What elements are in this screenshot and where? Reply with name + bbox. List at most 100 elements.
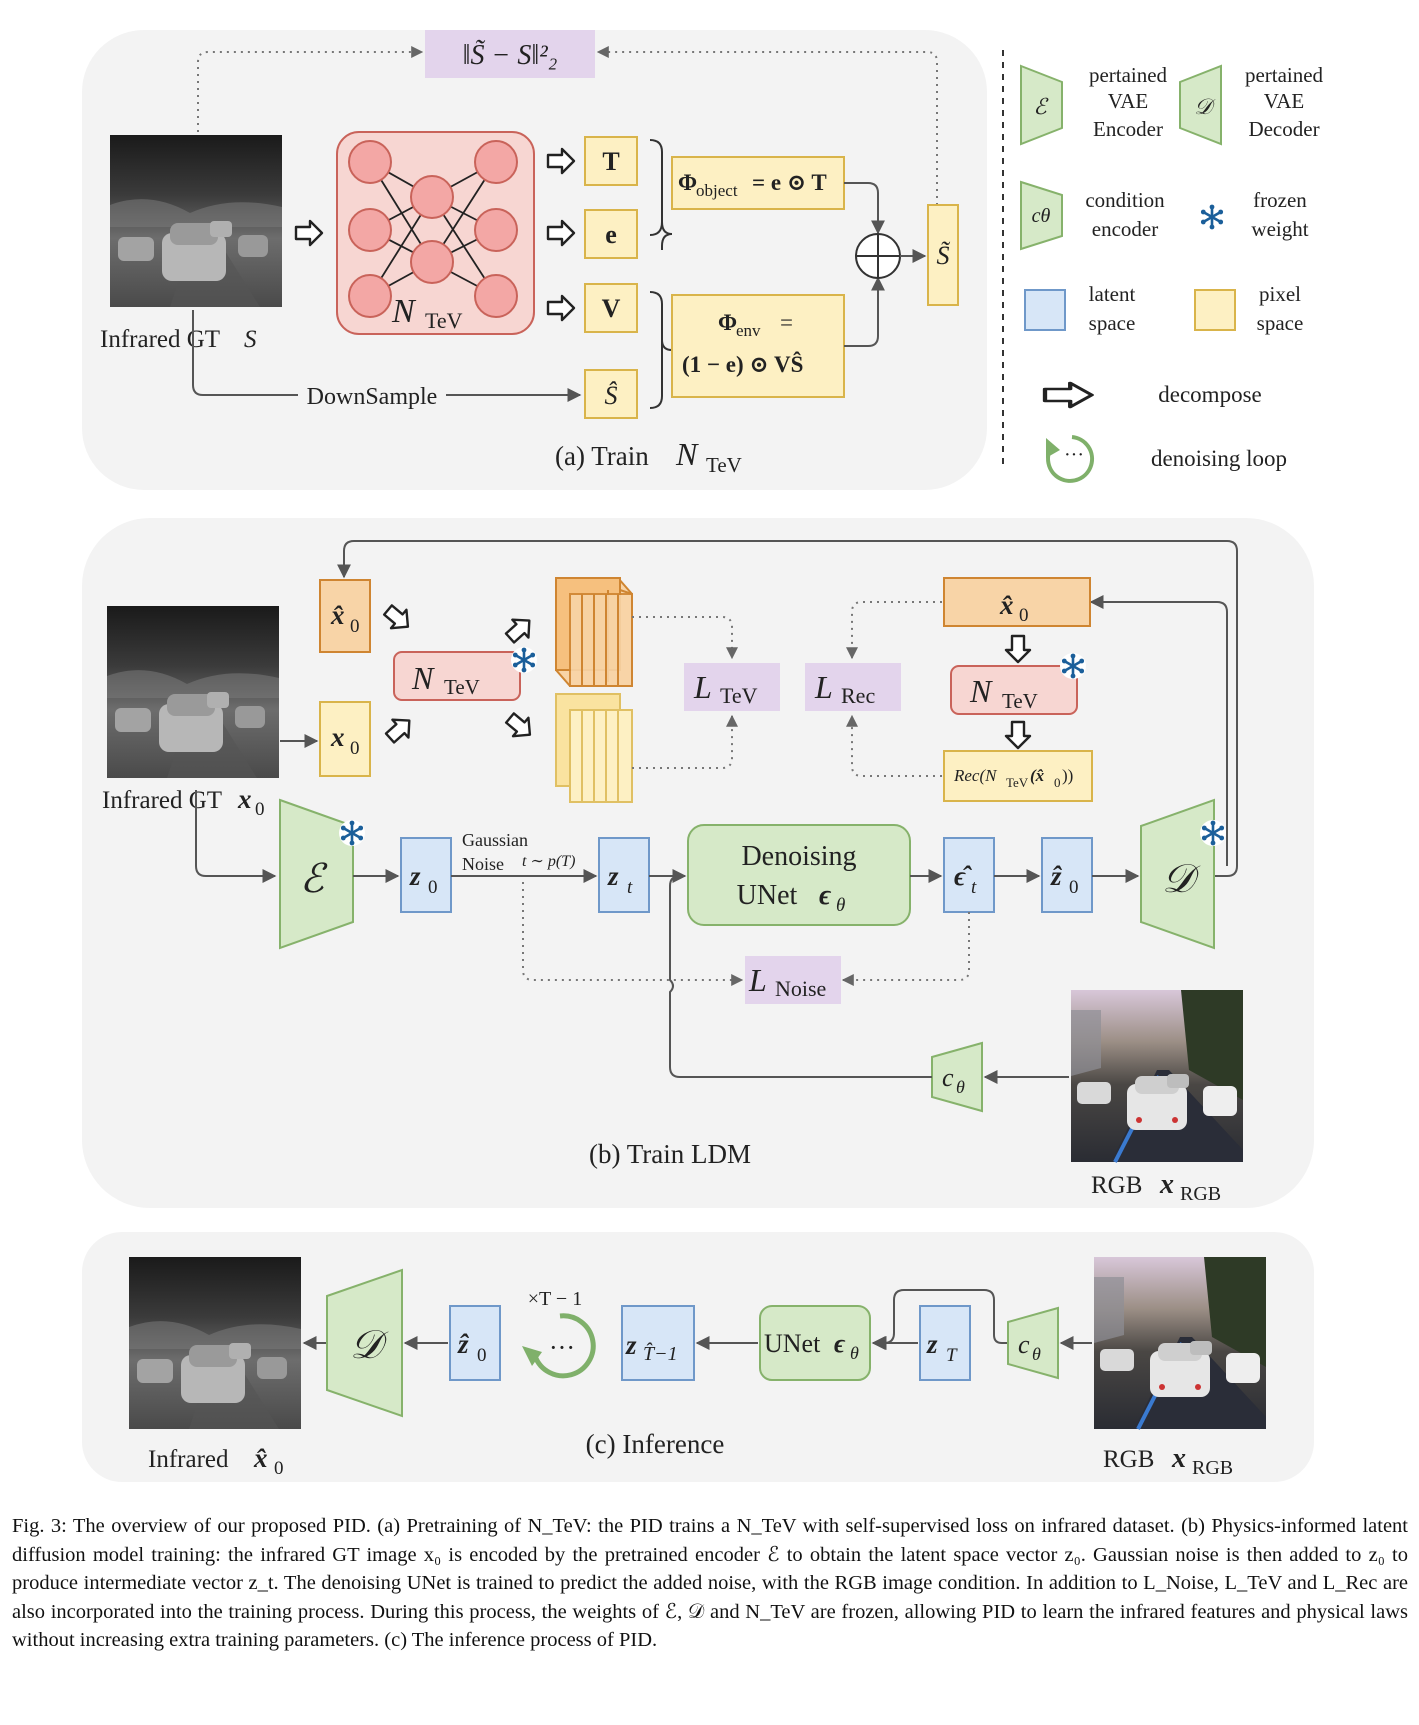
panel-a-brace-top-mid <box>649 221 663 236</box>
panel-a-downsample-label: DownSample <box>307 384 438 410</box>
panel-b-x0: x <box>330 722 345 752</box>
panel-b-epshat-box <box>943 837 995 913</box>
legend-pixel-swatch <box>1194 289 1236 331</box>
legend-decoder-shape <box>1179 64 1222 146</box>
panel-b-cond: c <box>942 1063 954 1092</box>
panel-c-cond: c <box>1018 1330 1030 1359</box>
panel-b-feedback-arrow-top <box>337 540 1238 877</box>
panel-a-downsample-arrow <box>192 310 582 402</box>
panel-b-z0: z <box>409 861 421 891</box>
panel-c-cond-to-unet-arrow <box>872 1289 1008 1350</box>
panel-b-loss-tev-box <box>684 663 780 711</box>
panel-b-loss-noise-sub: Noise <box>775 976 826 1001</box>
panel-b-right-x0-hat-sub: 0 <box>1019 605 1029 626</box>
panel-b-unet-label-2: UNet <box>737 880 798 911</box>
panel-b-caption: (b) Train LDM <box>589 1139 751 1169</box>
legend-encoder-shape <box>1020 64 1063 146</box>
panel-b-right-network-sub: TeV <box>1002 689 1038 713</box>
panel-b-zt-box <box>598 837 650 913</box>
panel-c-zT1-box <box>621 1305 695 1381</box>
legend-latent-swatch <box>1024 289 1066 331</box>
panel-a-phi-object-sub: object <box>696 181 738 200</box>
panel-a-dotted-arrow-left <box>197 46 424 132</box>
panel-b-network: N <box>411 660 435 696</box>
panel-b-x0-sub: 0 <box>350 738 360 759</box>
panel-b-decoder-to-x0hat-right <box>1089 595 1228 866</box>
panel-b-gaussian-label-2: Noise <box>462 854 504 874</box>
panel-b-rgb-label: RGB <box>1091 1172 1142 1199</box>
panel-b-orange-to-ltev <box>632 616 738 660</box>
panel-b-x0-hat-box <box>319 579 371 653</box>
panel-b-network-snowflake-icon <box>509 645 539 675</box>
panel-c-cond-sub: θ <box>1032 1344 1041 1364</box>
panel-a-output-T-box <box>584 136 638 186</box>
panel-a-phi-object: Φ <box>678 170 697 195</box>
panel-a-loss-box <box>425 30 595 78</box>
panel-a-phi-object-box <box>671 156 845 210</box>
panel-a-output-e: e <box>605 220 617 249</box>
panel-b-network-box <box>393 651 521 701</box>
panel-a-phi-object-rhs: = e ⊙ T <box>752 170 827 195</box>
panel-b-image-to-encoder-arrow <box>195 790 277 883</box>
panel-b-right-network-box <box>950 665 1078 715</box>
panel-a-downsample-label-bg <box>298 382 446 408</box>
panel-c-zT1: z <box>625 1330 637 1360</box>
panel-c-loop-count: ×T − 1 <box>528 1288 582 1310</box>
panel-b-rec-box <box>943 750 1093 802</box>
panel-b-loss-noise-box <box>745 956 841 1004</box>
panel-a-brace-top <box>649 139 673 250</box>
panel-b-z0hat-box <box>1041 837 1093 913</box>
panel-b-infrared-gt-sub: 0 <box>255 799 265 820</box>
panel-c-zT-sub: T <box>946 1345 958 1366</box>
panel-c-rgb-symbol: x <box>1171 1443 1186 1474</box>
panel-a-caption-symbol: N <box>675 436 699 472</box>
panel-b-yellow-tensor <box>555 693 633 803</box>
panel-b-x0-box <box>319 701 371 777</box>
panel-b-encoder-shape <box>279 798 354 950</box>
panel-a-s-tilde-box <box>927 204 959 306</box>
panel-b-decoder-shape <box>1140 798 1215 950</box>
panel-c-unet-box <box>759 1305 871 1381</box>
legend-pixel-label-1: pixel <box>1259 282 1301 306</box>
panel-b-loss-tev: L <box>693 669 712 705</box>
panel-b-z0hat: ẑ <box>1050 861 1062 891</box>
panel-b-infrared-image <box>107 606 279 778</box>
legend-decompose-label: decompose <box>1158 382 1261 407</box>
panel-b-rec-tail: (x̂ <box>1030 766 1045 785</box>
legend-pixel-label-2: space <box>1257 311 1304 335</box>
panel-a-output-S-hat-box <box>584 369 638 419</box>
panel-c-decoder-shape <box>326 1268 403 1418</box>
panel-b-unet-eps-sub: θ <box>836 895 845 916</box>
panel-b-zt-sub: t <box>627 877 633 898</box>
panel-b-zt: z <box>607 861 619 891</box>
panel-b-infrared-gt-label: Infrared GT <box>102 787 222 814</box>
panel-c-infrared-symbol: x̂ <box>253 1443 268 1473</box>
panel-b-loss-rec: L <box>814 669 833 705</box>
legend-decoder-symbol: 𝒟 <box>1194 94 1216 119</box>
panel-c-unet-eps-sub: θ <box>850 1343 859 1363</box>
legend-latent-label-2: space <box>1089 311 1136 335</box>
panel-b-unet-label-1: Denoising <box>741 841 856 872</box>
panel-c-rgb-image <box>1092 1255 1268 1431</box>
panel-b-loss-noise: L <box>748 962 767 998</box>
panel-a-infrared-gt-label: Infrared GT <box>100 326 220 353</box>
legend-condition-label-2: encoder <box>1092 217 1158 241</box>
panel-b-z0-sub: 0 <box>428 877 438 898</box>
legend-frozen-label-2: weight <box>1251 217 1308 241</box>
panel-b-z0-box <box>400 837 452 913</box>
panel-c-caption: (c) Inference <box>586 1429 725 1459</box>
panel-b-cond-to-unet-line <box>669 875 932 1078</box>
panel-b-unet-box <box>687 824 911 926</box>
legend-loop-icon <box>1046 435 1094 483</box>
panel-b-encoder-snowflake-icon <box>337 818 367 848</box>
panel-b-loss-rec-sub: Rec <box>841 683 875 708</box>
panel-b-cond-sub: θ <box>956 1077 965 1097</box>
panel-b-infrared-gt-symbol: x <box>237 784 252 814</box>
panel-b-right-x0-hat-box <box>943 577 1091 627</box>
panel-b-right-network: N <box>969 673 993 709</box>
panel-c-loop-icon <box>522 1313 596 1379</box>
legend-encoder-label-3: Encoder <box>1093 117 1163 141</box>
panel-a-env-to-sum-arrow <box>844 276 885 347</box>
panel-a-output-e-box <box>584 209 638 259</box>
legend-encoder-symbol: ℰ <box>1033 94 1049 119</box>
